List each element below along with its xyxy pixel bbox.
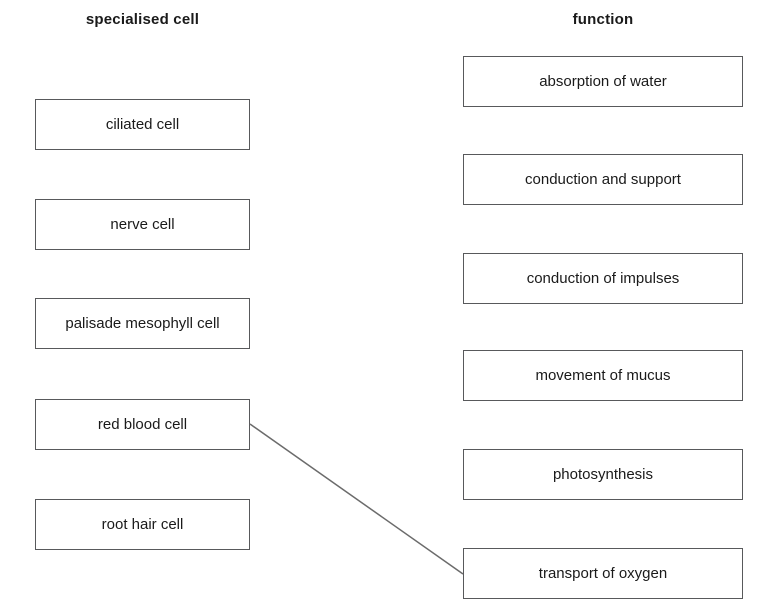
box-transport-of-oxygen[interactable]: transport of oxygen <box>463 548 743 599</box>
box-label: ciliated cell <box>105 116 180 133</box>
box-ciliated-cell[interactable]: ciliated cell <box>35 99 250 150</box>
box-label: conduction of impulses <box>526 270 680 287</box>
box-movement-of-mucus[interactable]: movement of mucus <box>463 350 743 401</box>
box-palisade-mesophyll-cell[interactable]: palisade mesophyll cell <box>35 298 250 349</box>
box-label: transport of oxygen <box>538 565 668 582</box>
box-label: nerve cell <box>110 216 175 233</box>
box-label: conduction and support <box>525 171 681 188</box>
box-red-blood-cell[interactable]: red blood cell <box>35 399 250 450</box>
box-nerve-cell[interactable]: nerve cell <box>35 199 250 250</box>
box-label: absorption of water <box>539 73 667 90</box>
box-photosynthesis[interactable]: photosynthesis <box>463 449 743 500</box>
box-label: red blood cell <box>97 416 188 433</box>
box-absorption-of-water[interactable]: absorption of water <box>463 56 743 107</box>
right-column-header: function <box>572 11 634 28</box>
box-root-hair-cell[interactable]: root hair cell <box>35 499 250 550</box>
box-label: photosynthesis <box>552 466 654 483</box>
box-conduction-and-support[interactable]: conduction and support <box>463 154 743 205</box>
box-label: root hair cell <box>101 516 184 533</box>
box-label: movement of mucus <box>535 367 671 384</box>
box-conduction-of-impulses[interactable]: conduction of impulses <box>463 253 743 304</box>
box-label: palisade mesophyll cell <box>65 315 220 332</box>
connection-line-red-blood-cell-to-transport-of-oxygen <box>249 423 464 575</box>
left-column-header: specialised cell <box>85 11 200 28</box>
